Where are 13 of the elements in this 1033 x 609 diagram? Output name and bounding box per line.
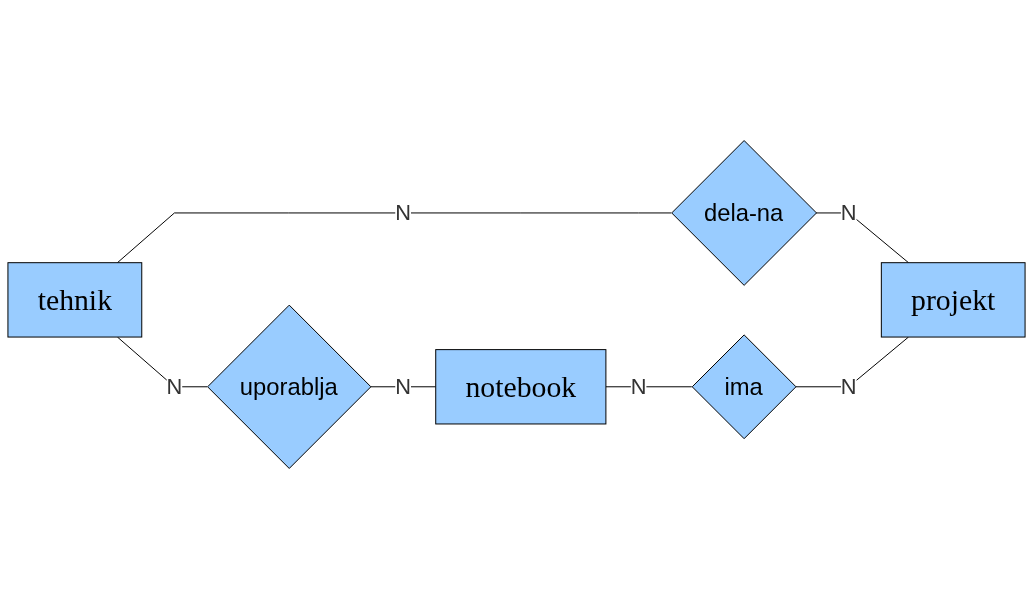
node-diamond: uporablja	[207, 304, 372, 469]
edge-label: N	[395, 374, 411, 400]
edge-label: N	[630, 374, 647, 400]
node-diamond: ima	[691, 334, 797, 440]
node-diamond: dela-na	[671, 140, 817, 286]
edge-label: N	[166, 374, 183, 400]
node-box: projekt	[880, 262, 1026, 338]
connector	[116, 212, 672, 264]
edge-label: N	[840, 374, 857, 400]
node-box: notebook	[435, 349, 607, 425]
node-box: tehnik	[7, 262, 143, 338]
edge-label: N	[395, 200, 411, 226]
edge-label: N	[840, 200, 857, 226]
